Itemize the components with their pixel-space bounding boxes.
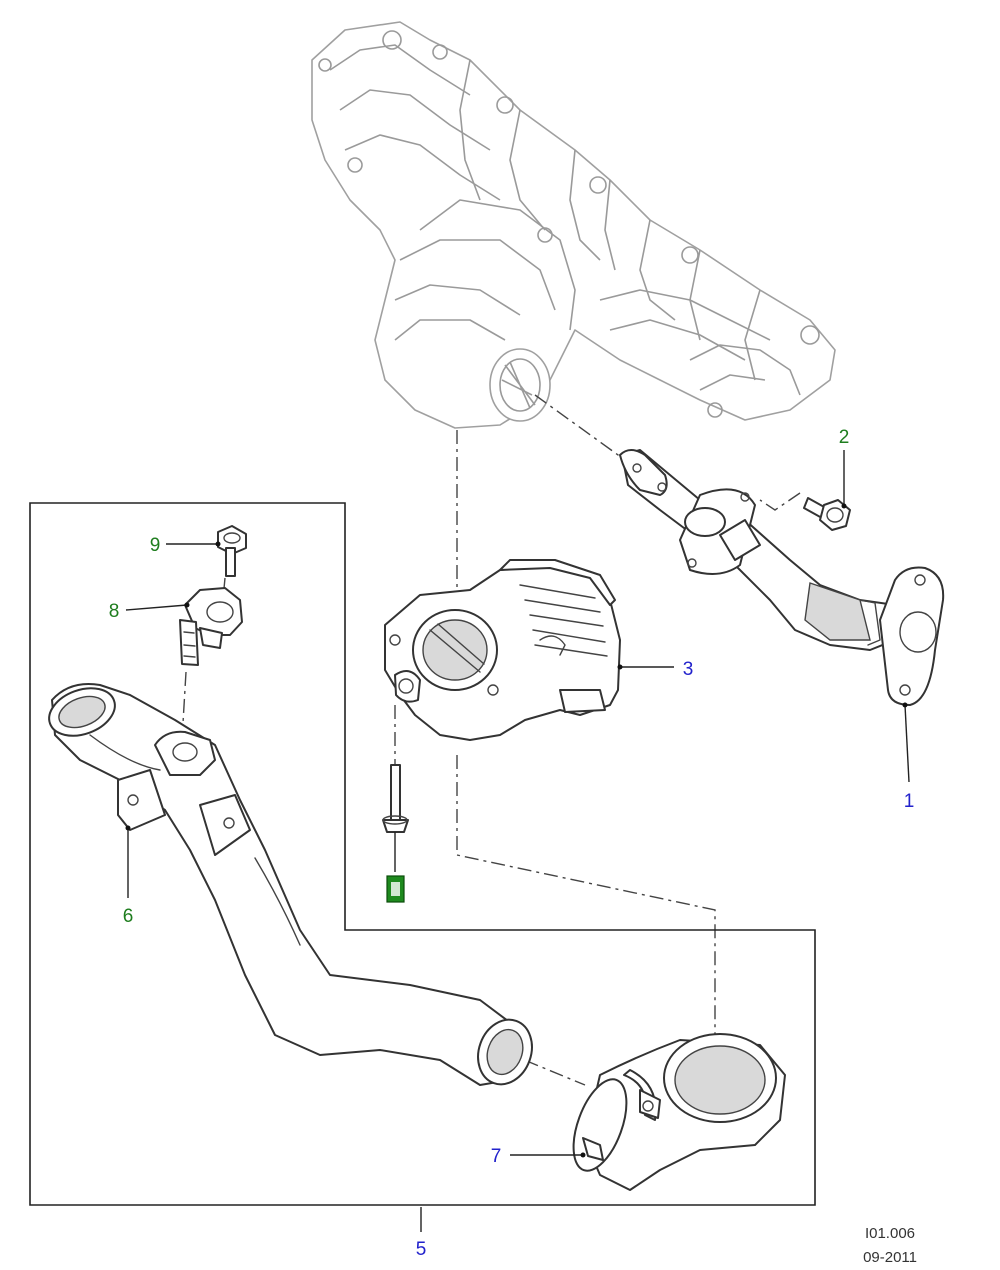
leader-lines — [125, 450, 910, 1232]
charge-air-pipe-part-6 — [48, 683, 533, 1086]
callout-3: 3 — [683, 659, 694, 680]
bolt-part-2 — [803, 497, 851, 531]
callout-1: 1 — [904, 791, 915, 812]
throttle-mount-bolt — [382, 764, 409, 833]
sensor-part-8 — [179, 587, 243, 666]
reference-date: 09-2011 — [863, 1249, 917, 1266]
callout-2: 2 — [839, 427, 850, 448]
elbow-hose — [572, 1033, 786, 1191]
callout-8: 8 — [109, 601, 120, 622]
bolt-part-9 — [217, 525, 247, 577]
throttle-body-part-3 — [384, 559, 621, 741]
callout-labels: 1 2 3 5 6 7 8 9 — [109, 427, 915, 1260]
callout-9: 9 — [150, 535, 161, 556]
callout-7: 7 — [491, 1146, 502, 1167]
assembly-5-frame — [29, 502, 816, 1206]
callout-5: 5 — [416, 1239, 427, 1260]
torque-spec-icon — [386, 875, 405, 903]
egr-tube-part-1 — [619, 449, 945, 706]
reference-code: I01.006 — [865, 1225, 915, 1242]
intake-manifold-ghost — [311, 21, 836, 429]
callout-6: 6 — [123, 906, 134, 927]
